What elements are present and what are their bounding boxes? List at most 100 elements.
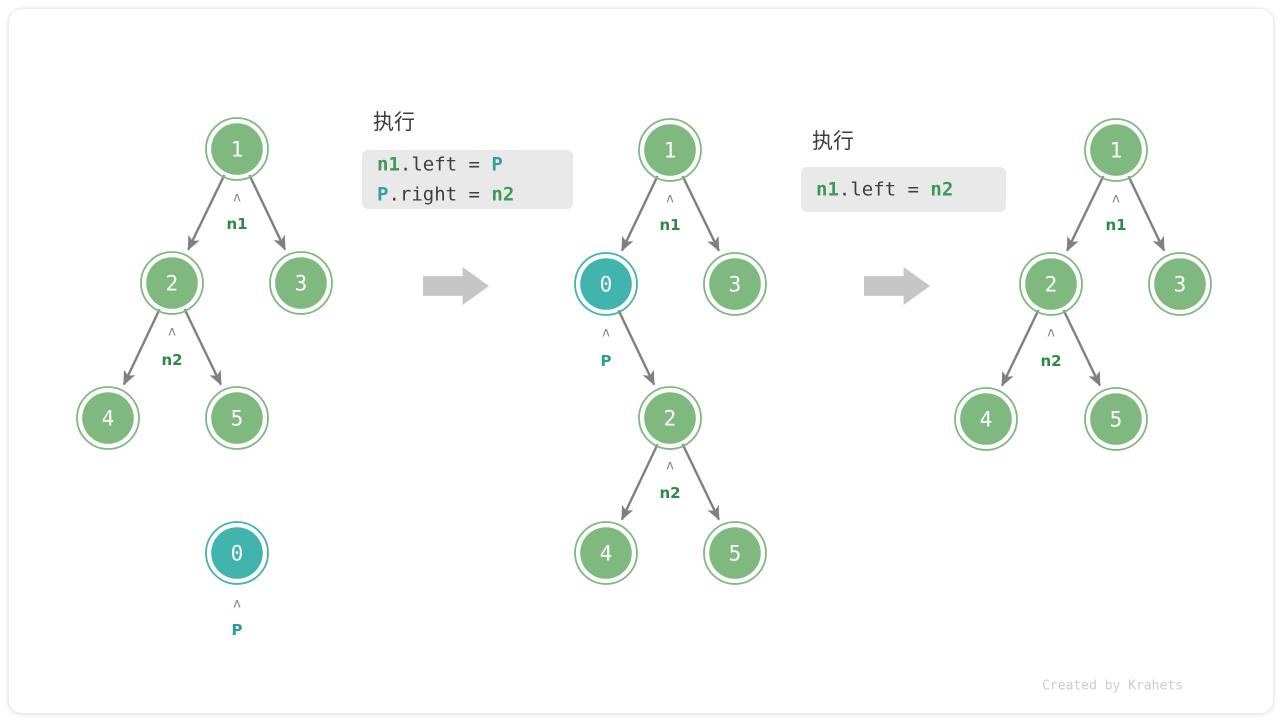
pointer-caret-icon: ʌ: [233, 191, 241, 206]
pointer-caret-icon: ʌ: [602, 326, 610, 341]
node-disc: [146, 257, 198, 309]
pointer-label: P: [601, 352, 612, 370]
node-value: 3: [1174, 273, 1187, 297]
tree-node[interactable]: 5: [703, 521, 767, 585]
pointer-label: n1: [1105, 216, 1126, 234]
pointer-label: n2: [659, 484, 680, 502]
node-disc: [211, 527, 263, 579]
node-outer-ring: [269, 251, 333, 315]
tree-node[interactable]: 1: [1084, 118, 1148, 182]
node-value: 5: [1110, 408, 1123, 432]
node-outer-ring: [703, 252, 767, 316]
node-disc: [1090, 393, 1142, 445]
node-value: 1: [664, 139, 677, 163]
tree-edge: [1062, 309, 1102, 387]
pointer-label-group: ʌn2: [1040, 326, 1061, 371]
pointer-label-group: ʌ n1: [226, 191, 247, 234]
pointer-label: P: [232, 621, 243, 639]
pointer-caret-icon: ʌ: [233, 597, 241, 612]
pointer-caret-icon: ʌ: [1112, 192, 1120, 207]
node-value: 0: [600, 273, 613, 297]
tree-node[interactable]: 2: [140, 251, 204, 315]
edges-layer: [122, 174, 1166, 521]
tree-node[interactable]: 5: [1084, 387, 1148, 451]
operation-caption: 执行: [812, 129, 854, 153]
node-value: 5: [729, 542, 742, 566]
node-disc: [580, 258, 632, 310]
node-value: 2: [664, 407, 677, 431]
tree-edge: [1066, 175, 1105, 252]
node-disc: [82, 392, 134, 444]
node-outer-ring: [574, 252, 638, 316]
tree-edge: [617, 309, 656, 386]
pointer-label-group: ʌ n1: [659, 192, 680, 235]
tree-node[interactable]: 3: [269, 251, 333, 315]
tree-edge: [1127, 175, 1166, 252]
tree-edge: [187, 174, 226, 251]
node-disc: [580, 527, 632, 579]
block-arrows-layer: [423, 267, 930, 305]
node-outer-ring: [1148, 252, 1212, 316]
node-value: 1: [231, 138, 244, 162]
tree-node[interactable]: 0: [205, 521, 269, 585]
tree-edge: [248, 174, 287, 251]
pointer-label: n2: [1040, 352, 1061, 370]
pointer-label-group: ʌ n1: [1105, 192, 1126, 235]
node-disc: [709, 258, 761, 310]
tree-node[interactable]: 0: [574, 252, 638, 316]
node-disc: [709, 527, 761, 579]
code-line: n1.left = n2: [816, 179, 953, 201]
step-arrow-icon: [864, 267, 930, 305]
node-disc: [275, 257, 327, 309]
node-value: 4: [102, 407, 115, 431]
node-outer-ring: [638, 118, 702, 182]
pointer-label: n1: [659, 216, 680, 234]
node-value: 0: [231, 542, 244, 566]
node-outer-ring: [574, 521, 638, 585]
node-outer-ring: [638, 386, 702, 450]
pointer-label: n2: [161, 351, 182, 369]
credit-label: Created by Krahets: [1042, 679, 1183, 694]
node-disc: [1154, 258, 1206, 310]
node-disc: [960, 393, 1012, 445]
node-disc: [1025, 258, 1077, 310]
node-outer-ring: [954, 387, 1018, 451]
pointer-label-group: ʌn2: [161, 325, 182, 370]
code-line: P.right = n2: [377, 184, 514, 206]
tree-node[interactable]: 4: [76, 386, 140, 450]
code-block-background: [801, 167, 1006, 212]
tree-node[interactable]: 5: [205, 386, 269, 450]
pointer-caret-icon: ʌ: [666, 192, 674, 207]
node-value: 2: [1045, 273, 1058, 297]
node-value: 3: [729, 273, 742, 297]
tree-edge: [183, 308, 223, 386]
operation-caption: 执行: [373, 110, 415, 134]
tree-node[interactable]: 1: [205, 117, 269, 181]
node-disc: [1090, 124, 1142, 176]
node-outer-ring: [1084, 118, 1148, 182]
tree-node[interactable]: 2: [638, 386, 702, 450]
pointer-label-group: ʌP: [601, 326, 612, 371]
tree-edge: [620, 175, 659, 252]
node-disc: [644, 392, 696, 444]
pointer-label: n1: [226, 215, 247, 233]
node-disc: [211, 123, 263, 175]
step-arrow-icon: [423, 267, 489, 305]
tree-node[interactable]: 3: [703, 252, 767, 316]
node-outer-ring: [76, 386, 140, 450]
code-block: n1.left = n2: [801, 167, 1006, 212]
node-disc: [644, 124, 696, 176]
node-value: 2: [166, 272, 179, 296]
tree-node[interactable]: 2: [1019, 252, 1083, 316]
tree-node[interactable]: 4: [574, 521, 638, 585]
tree-node[interactable]: 1: [638, 118, 702, 182]
node-outer-ring: [140, 251, 204, 315]
node-value: 1: [1110, 139, 1123, 163]
node-outer-ring: [205, 521, 269, 585]
tree-node[interactable]: 4: [954, 387, 1018, 451]
nodes-layer: 1 2 3 4 5 0 1 0 3 2 4 5 1 2 3 4 5: [76, 117, 1212, 585]
tree-node[interactable]: 3: [1148, 252, 1212, 316]
